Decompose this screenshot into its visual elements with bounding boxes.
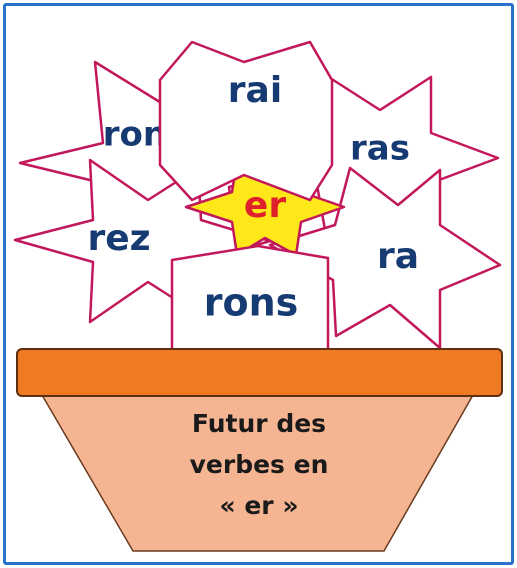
center-ending-er: er xyxy=(244,185,286,226)
flower-pot: Futur des verbes en « er » xyxy=(17,349,502,551)
ending-ra: ra xyxy=(377,236,419,277)
star-shape xyxy=(160,42,332,200)
pot-label-line-1: Futur des xyxy=(192,409,326,438)
ending-rez: rez xyxy=(87,218,150,259)
pot-rim xyxy=(17,349,502,396)
ending-rons: rons xyxy=(204,281,299,325)
pot-label-line-3: « er » xyxy=(220,491,299,520)
petal-rai: rai xyxy=(160,42,332,200)
ending-rai: rai xyxy=(228,70,282,111)
ending-ras: ras xyxy=(350,129,410,169)
pot-label-line-2: verbes en xyxy=(190,450,329,479)
